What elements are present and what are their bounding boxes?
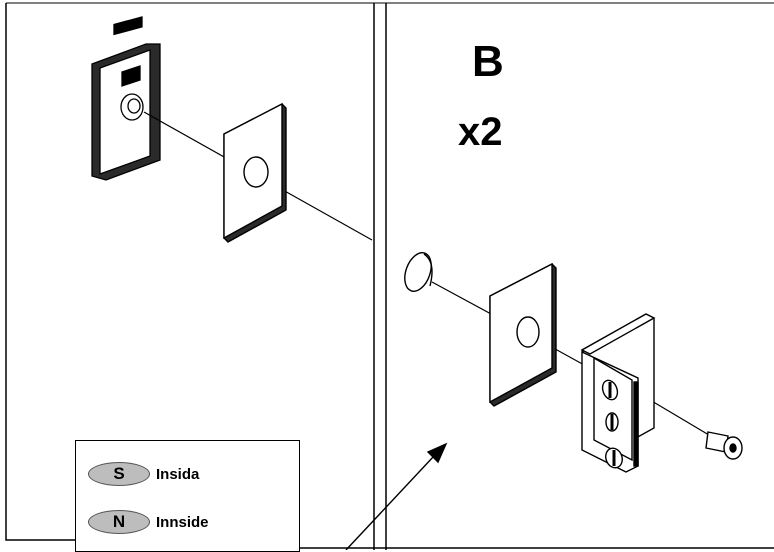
bracket-icon bbox=[580, 313, 656, 473]
legend-code-badge: N bbox=[88, 510, 150, 534]
cap-icon bbox=[404, 252, 433, 292]
cabinet-panels bbox=[5, 2, 774, 550]
legend-code-badge: S bbox=[88, 462, 150, 486]
legend-item-n: N Innside bbox=[88, 509, 209, 535]
screw-icon bbox=[705, 431, 743, 460]
step-quantity: x2 bbox=[458, 110, 503, 154]
legend: S Insida N Innside bbox=[75, 440, 300, 552]
assembly-lines-right bbox=[431, 281, 715, 439]
hinge-plate-icon bbox=[91, 16, 161, 181]
legend-label: Insida bbox=[156, 465, 200, 483]
step-letter: B bbox=[472, 37, 504, 86]
legend-label: Innside bbox=[156, 513, 209, 531]
mounting-plate-icon bbox=[489, 262, 557, 407]
mounting-plate-icon bbox=[223, 102, 287, 243]
legend-item-s: S Insida bbox=[88, 461, 199, 487]
arrow-icon bbox=[345, 442, 448, 550]
